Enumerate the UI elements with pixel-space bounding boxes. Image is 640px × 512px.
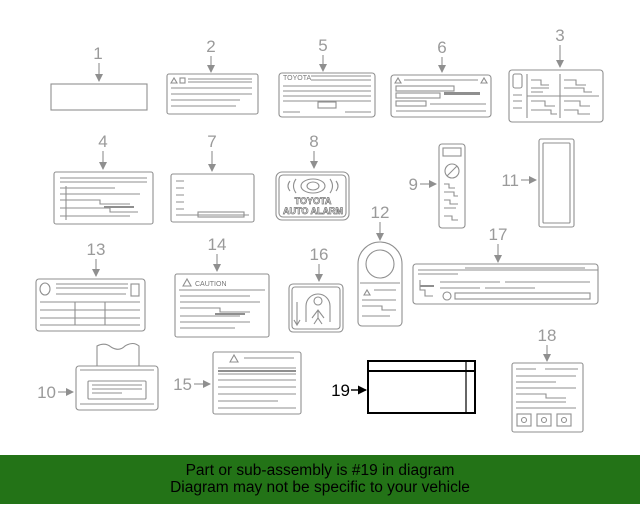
part-19-label[interactable]: 19 — [331, 360, 476, 414]
banner-line-1: Part or sub-assembly is #19 in diagram — [185, 462, 455, 479]
part-1-label[interactable]: 1 — [50, 44, 148, 111]
part-14-label[interactable]: 14 CAUTION — [174, 235, 270, 338]
callout-4: 4 — [98, 132, 107, 151]
callout-8: 8 — [309, 132, 318, 151]
part-10-label[interactable]: 10 — [37, 342, 159, 411]
callout-1: 1 — [93, 44, 102, 63]
callout-11: 11 — [501, 171, 519, 190]
part-5-label[interactable]: 5 TOYOTA — [278, 36, 376, 118]
part-16-label[interactable]: 16 — [288, 245, 344, 333]
part-3-label[interactable]: 3 — [508, 26, 604, 123]
part-9-label[interactable]: 9 — [409, 143, 466, 229]
part-12-label[interactable]: 12 — [357, 203, 403, 327]
alarm-text-line2: AUTO ALARM — [283, 206, 343, 216]
part-8-label[interactable]: 8 TOYOTA AUTO ALARM — [275, 132, 350, 221]
part-4-label[interactable]: 4 — [53, 132, 154, 225]
callout-3: 3 — [555, 26, 564, 45]
info-banner: Part or sub-assembly is #19 in diagram D… — [0, 455, 640, 504]
callout-7: 7 — [207, 132, 216, 151]
callout-18: 18 — [538, 326, 557, 345]
callout-14: 14 — [208, 235, 227, 254]
part-17-label[interactable]: 17 — [412, 225, 599, 305]
callout-19: 19 — [331, 381, 350, 400]
banner-line-2: Diagram may not be specific to your vehi… — [170, 479, 470, 496]
part-13-label[interactable]: 13 — [35, 240, 146, 332]
callout-17: 17 — [489, 225, 508, 244]
part-6-label[interactable]: 6 — [390, 38, 492, 118]
callout-2: 2 — [206, 37, 215, 56]
callout-15: 15 — [173, 375, 192, 394]
part-2-label[interactable]: 2 — [166, 37, 259, 115]
part-15-label[interactable]: 15 — [173, 351, 302, 415]
parts-diagram: 1 2 5 TOYOTA 6 — [35, 26, 604, 433]
caution-text: CAUTION — [195, 281, 227, 288]
callout-9: 9 — [409, 175, 418, 194]
callout-12: 12 — [371, 203, 390, 222]
callout-13: 13 — [87, 240, 106, 259]
toyota-text-5: TOYOTA — [283, 75, 311, 82]
part-18-label[interactable]: 18 — [511, 326, 584, 433]
callout-5: 5 — [318, 36, 327, 55]
callout-16: 16 — [310, 245, 329, 264]
alarm-text-line1: TOYOTA — [295, 196, 332, 206]
callout-10: 10 — [37, 383, 56, 402]
part-7-label[interactable]: 7 — [170, 132, 255, 223]
part-11-label[interactable]: 11 — [501, 138, 575, 228]
callout-6: 6 — [437, 38, 446, 57]
